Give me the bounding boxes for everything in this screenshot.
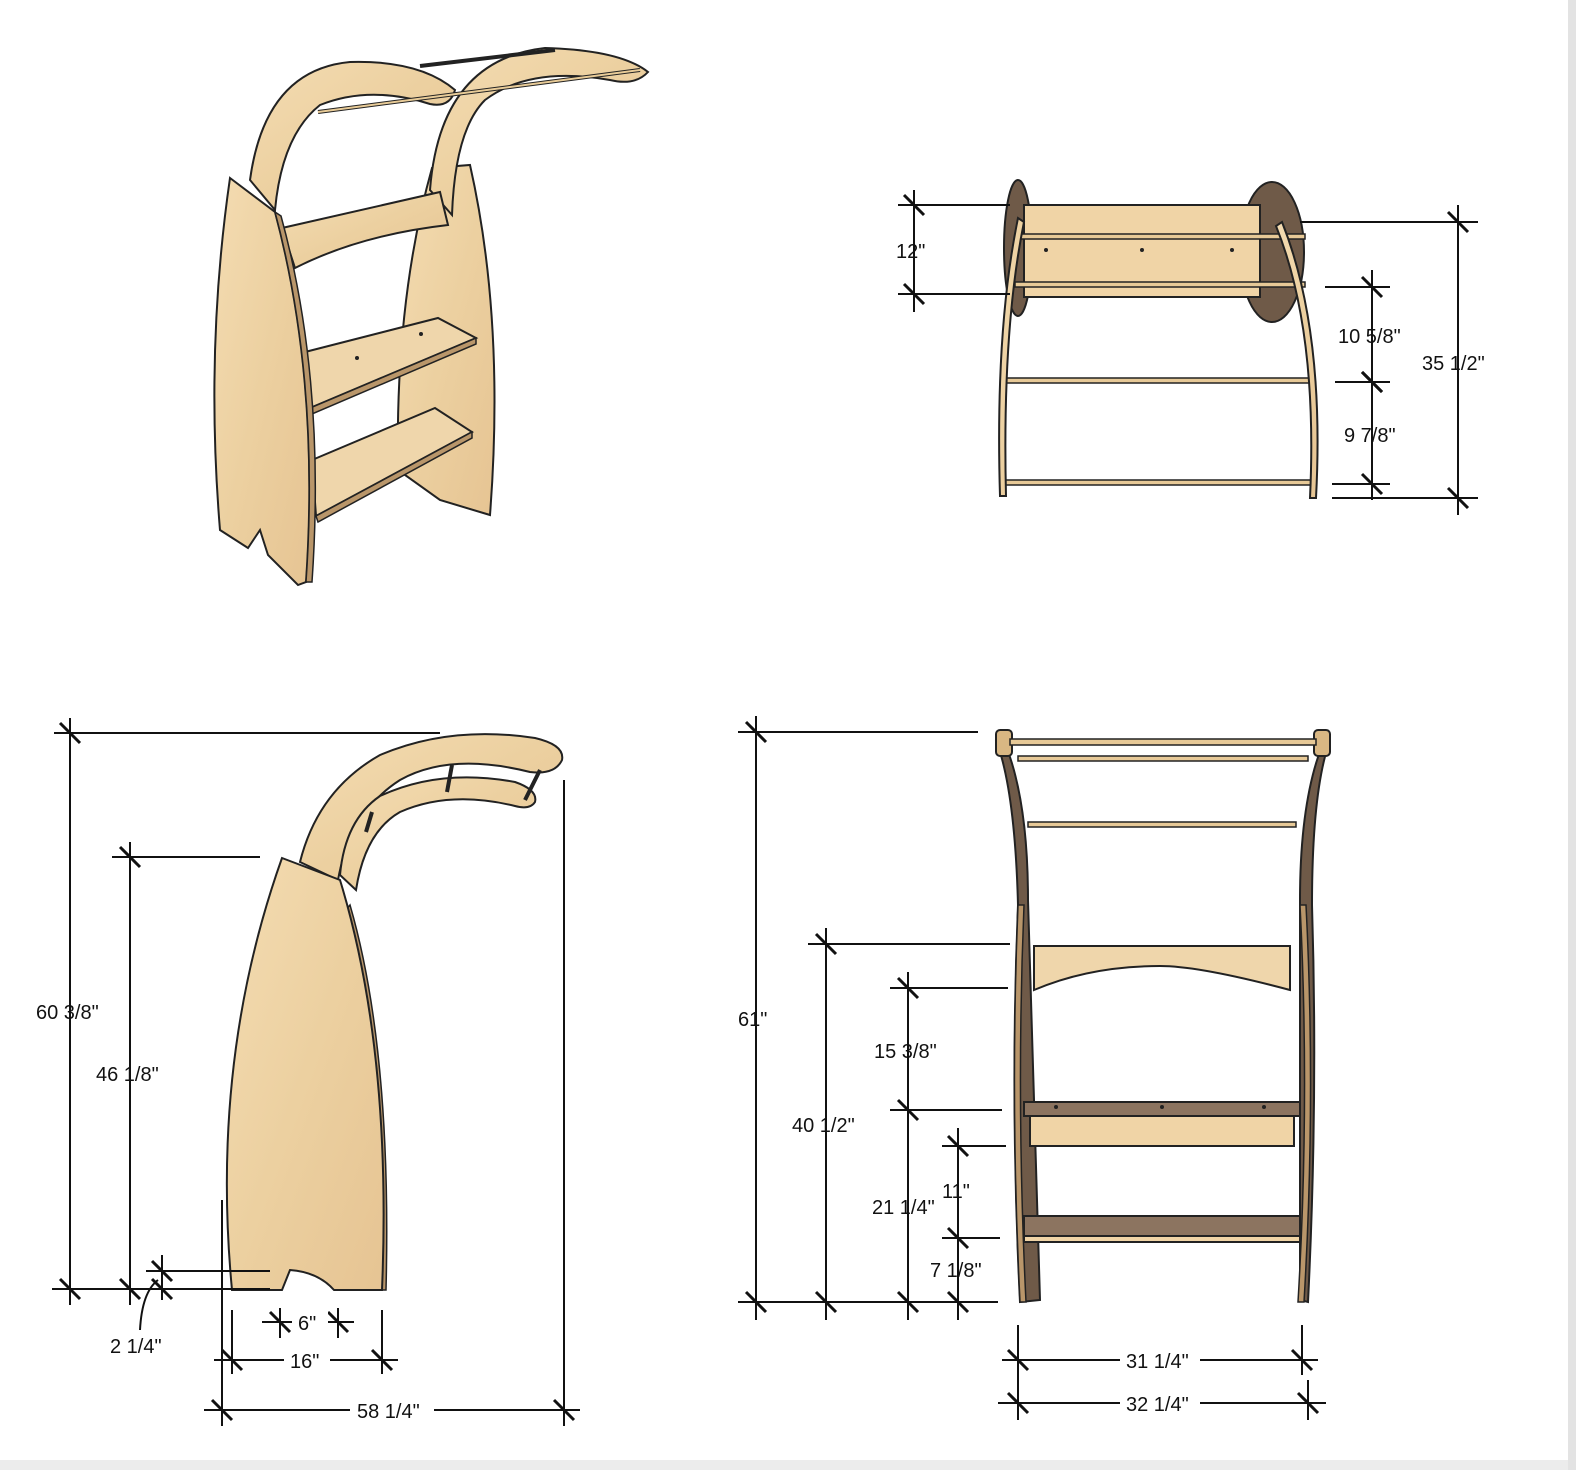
top-dim-35-1-2: 35 1/2" [1422,353,1485,375]
side-inner-arc [338,776,537,893]
side-dim-16: 16" [290,1351,319,1373]
front-view: 61" 15 3/8" 40 1/2" 11" 21 1/4" 7 1/8" [738,716,1332,1420]
front-rail-top [1009,738,1317,746]
side-view: 60 3/8" 46 1/8" 2 1/4" 6" [36,718,580,1426]
top-dim-9-7-8: 9 7/8" [1344,425,1396,447]
side-dim-58-1-4: 58 1/4" [357,1401,420,1423]
front-dim-7-1-8: 7 1/8" [930,1260,982,1282]
top-rail-4 [999,479,1317,486]
front-dim-21-1-4: 21 1/4" [872,1197,935,1219]
front-dim-40-1-2: 40 1/2" [792,1115,855,1137]
front-crossbar [1033,945,1291,992]
side-dim-6: 6" [298,1313,316,1335]
top-rail-1 [1014,233,1306,240]
side-peg-3 [523,769,542,801]
iso-rail-3 [317,69,641,113]
iso-crossbar [280,190,450,270]
front-dim-61: 61" [738,1009,767,1031]
side-peg-2 [445,764,454,793]
side-outer-arc [298,733,564,882]
front-right-edge [1297,904,1312,1303]
front-rail-2 [1017,755,1309,762]
top-rail-2 [1014,281,1306,288]
front-dim-11: 11" [942,1181,970,1203]
top-right-arc [1274,220,1319,499]
iso-front-arc [248,60,457,213]
side-dim-2-1-4: 2 1/4" [110,1336,162,1358]
iso-rail-1 [419,48,556,68]
front-shelf-lower [1023,1235,1301,1243]
front-shelf-lower-top [1023,1215,1301,1237]
top-dim-10-5-8: 10 5/8" [1338,326,1401,348]
side-panel [225,856,385,1291]
side-dim-60-3-8: 60 3/8" [36,1002,99,1024]
front-rail-3 [1027,821,1297,828]
front-dim-31-1-4: 31 1/4" [1126,1351,1189,1373]
side-peg-1 [364,811,374,833]
right-gutter [1568,0,1576,1470]
side-dim-46-1-8: 46 1/8" [96,1064,159,1086]
iso-left-panel-edge [273,210,317,583]
top-dim-12: 12" [896,241,925,263]
top-rail-3 [1004,377,1312,384]
isometric-view [213,46,650,587]
top-left-arc [998,216,1026,497]
front-shelf-upper [1029,1115,1295,1147]
top-view: 12" 10 5/8" 35 1/2" 9 7/8" [896,179,1485,515]
front-dim-15-3-8: 15 3/8" [874,1041,937,1063]
front-left-edge [1013,904,1027,1303]
front-dim-32-1-4: 32 1/4" [1126,1394,1189,1416]
iso-shelf-lower-edge [315,430,473,524]
bottom-strip [0,1460,1568,1470]
